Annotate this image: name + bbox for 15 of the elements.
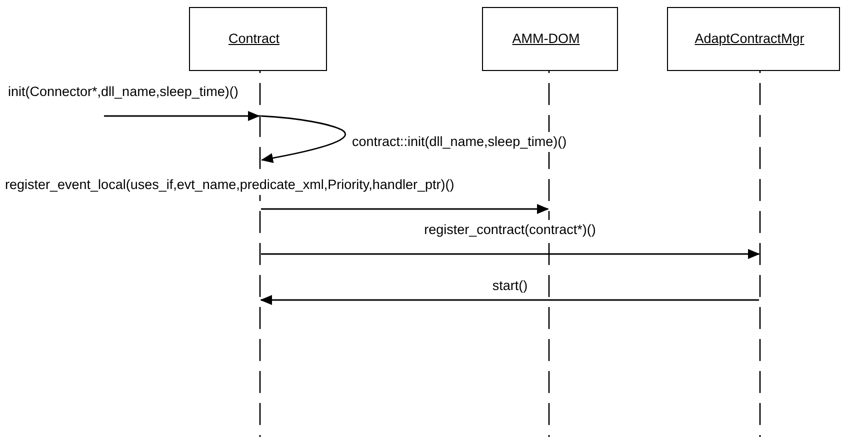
object-box: [482, 7, 618, 71]
object-box: [189, 7, 327, 71]
lifeline: [259, 71, 261, 437]
message-arrow: [104, 111, 260, 121]
message-arrow: [260, 295, 759, 305]
message-label: contract::init(dll_name,sleep_time)(): [352, 132, 567, 152]
message-arrow: [260, 115, 346, 163]
object-name: AdaptContractMgr: [694, 30, 806, 48]
object-name: Contract: [228, 30, 281, 48]
object-name: AMM-DOM: [512, 30, 581, 48]
lifeline: [548, 71, 550, 437]
message-arrow: [261, 204, 549, 214]
message-arrow: [261, 249, 760, 259]
lifeline: [759, 71, 761, 437]
object-box: [667, 7, 840, 71]
